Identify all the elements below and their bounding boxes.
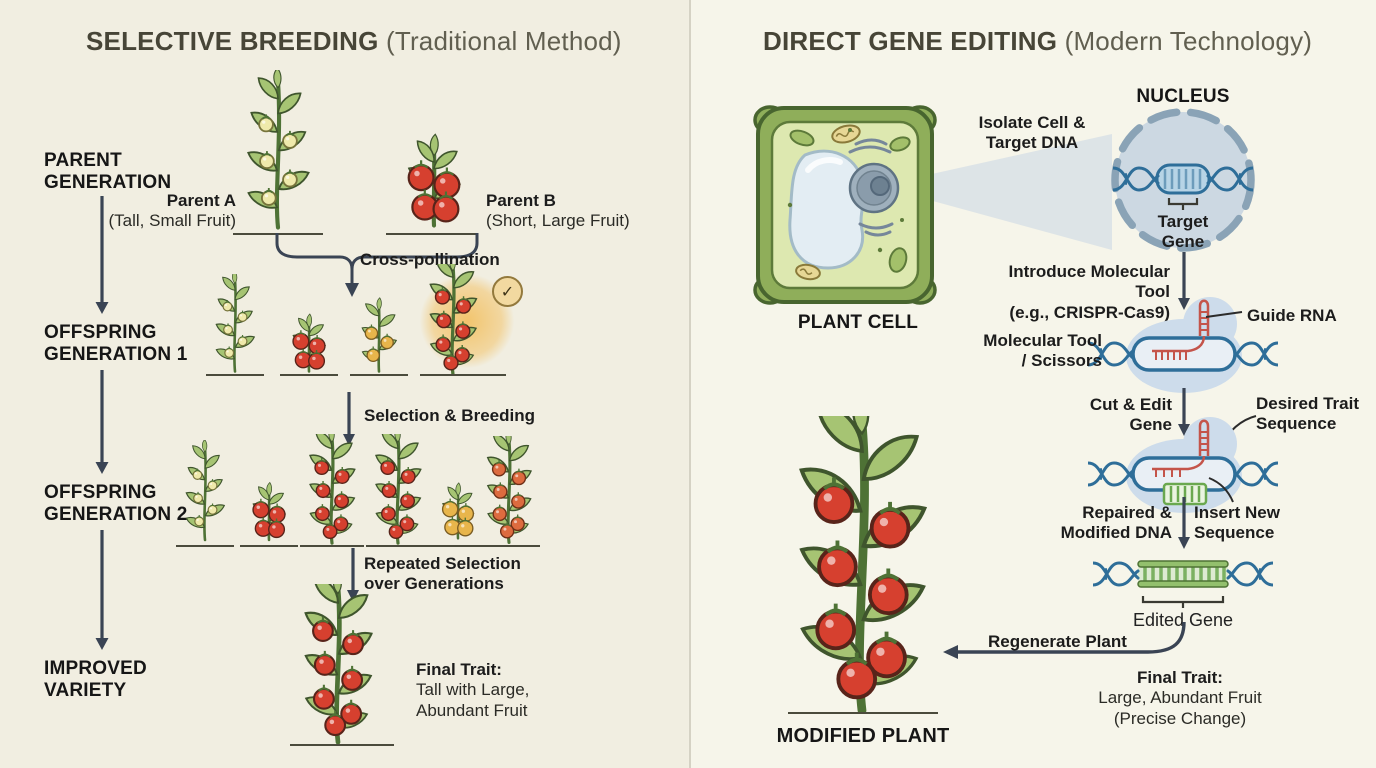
offspring2-plant-tall-orangered <box>478 436 540 546</box>
ground-line <box>366 545 430 547</box>
left-final-trait-label: Final Trait:Tall with Large,Abundant Fru… <box>416 660 530 720</box>
left-panel-title: SELECTIVE BREEDING (Traditional Method) <box>86 26 622 57</box>
offspring2-plant-tall-red <box>300 434 364 546</box>
arrow-down-icon <box>1178 497 1190 549</box>
selection-breeding-label: Selection & Breeding <box>364 406 535 425</box>
repaired-dna-label: Repaired &Modified DNA <box>1060 503 1172 543</box>
offspring1-plant-selected-red <box>420 264 486 376</box>
arrow-down-icon <box>347 548 359 602</box>
arrow-down-icon <box>343 392 355 446</box>
target-dna-helix <box>1113 163 1253 210</box>
cut-edit-gene-label: Cut & Edit Gene <box>1089 395 1172 435</box>
ground-line <box>478 545 540 547</box>
crispr-complex-editing <box>1088 417 1278 513</box>
ground-line <box>290 744 394 746</box>
guide-rna-label: Guide RNA <box>1247 306 1337 325</box>
insert-pointer-line <box>1208 477 1234 503</box>
molecular-tool-label: Molecular Tool/ Scissors <box>983 331 1102 371</box>
regenerate-plant-label: Regenerate Plant <box>988 632 1127 651</box>
offspring2-plant-short-red <box>240 440 298 546</box>
ground-line <box>350 374 408 376</box>
ground-line <box>788 712 938 714</box>
right-panel-title: DIRECT GENE EDITING (Modern Technology) <box>763 26 1312 57</box>
arrow-down-icon <box>1178 252 1190 310</box>
parent-a-label: Parent A(Tall, Small Fruit) <box>108 191 236 231</box>
offspring1-plant-short-red <box>280 274 338 375</box>
guide-rna <box>1152 299 1210 360</box>
introduce-tool-label: Introduce Molecular Tool(e.g., CRISPR-Ca… <box>1008 262 1170 322</box>
left-title-light: (Traditional Method) <box>378 26 622 56</box>
offspring2-plant-tall-yellow <box>176 440 234 546</box>
offspring1-plant-medium-orange <box>350 274 408 375</box>
modified-plant-illustration <box>772 416 952 714</box>
chloroplast <box>889 136 911 152</box>
plant-cell-label: PLANT CELL <box>797 312 919 333</box>
edited-dna-helix <box>1093 560 1273 608</box>
panel-divider <box>689 0 691 768</box>
parent-a-plant-illustration <box>232 70 324 236</box>
chloroplast <box>789 129 815 147</box>
improved-variety-plant <box>288 584 388 744</box>
right-title-bold: DIRECT GENE EDITING <box>763 26 1058 56</box>
edited-gene-label: Edited Gene <box>1132 610 1234 630</box>
modified-plant-label: MODIFIED PLANT <box>776 725 950 747</box>
zoom-beam <box>878 134 1112 250</box>
ground-line <box>206 374 264 376</box>
arrow-down-icon <box>1178 388 1190 436</box>
ground-line <box>176 545 234 547</box>
arrow-down-icon <box>95 370 109 474</box>
mitochondrion <box>831 124 861 144</box>
ground-line <box>300 545 364 547</box>
nucleus-label: NUCLEUS <box>1136 86 1230 107</box>
parent-b-label: Parent B(Short, Large Fruit) <box>486 191 630 231</box>
chloroplast <box>888 247 908 273</box>
ground-line <box>280 374 338 376</box>
mitochondrion <box>795 263 821 281</box>
regenerate-arrow <box>943 621 1186 659</box>
right-final-trait-label: Final Trait:Large, Abundant Fruit(Precis… <box>1098 668 1262 728</box>
ground-line <box>420 374 506 376</box>
left-title-bold: SELECTIVE BREEDING <box>86 26 379 56</box>
vacuole <box>788 149 866 270</box>
isolate-cell-label: Isolate Cell &Target DNA <box>978 113 1086 153</box>
crispr-complex <box>1088 297 1278 393</box>
parent-b-plant-illustration <box>388 68 480 234</box>
ground-line <box>240 545 298 547</box>
nucleolus <box>870 176 890 196</box>
golgi-apparatus <box>848 138 894 237</box>
cross-pollination-brace-arrow <box>275 233 479 297</box>
arrow-down-icon <box>95 530 109 650</box>
guide-rna <box>1152 419 1210 477</box>
right-title-light: (Modern Technology) <box>1057 26 1313 56</box>
ground-line <box>386 233 478 235</box>
ground-line <box>430 545 486 547</box>
offspring2-plant-tall-red <box>366 434 430 546</box>
guide-rna-pointer-line <box>1205 311 1243 318</box>
plant-cell-illustration <box>753 105 937 305</box>
checkmark-icon: ✓ <box>492 276 523 307</box>
arrow-down-icon <box>95 196 109 314</box>
offspring1-plant-tall-yellow <box>206 274 264 375</box>
